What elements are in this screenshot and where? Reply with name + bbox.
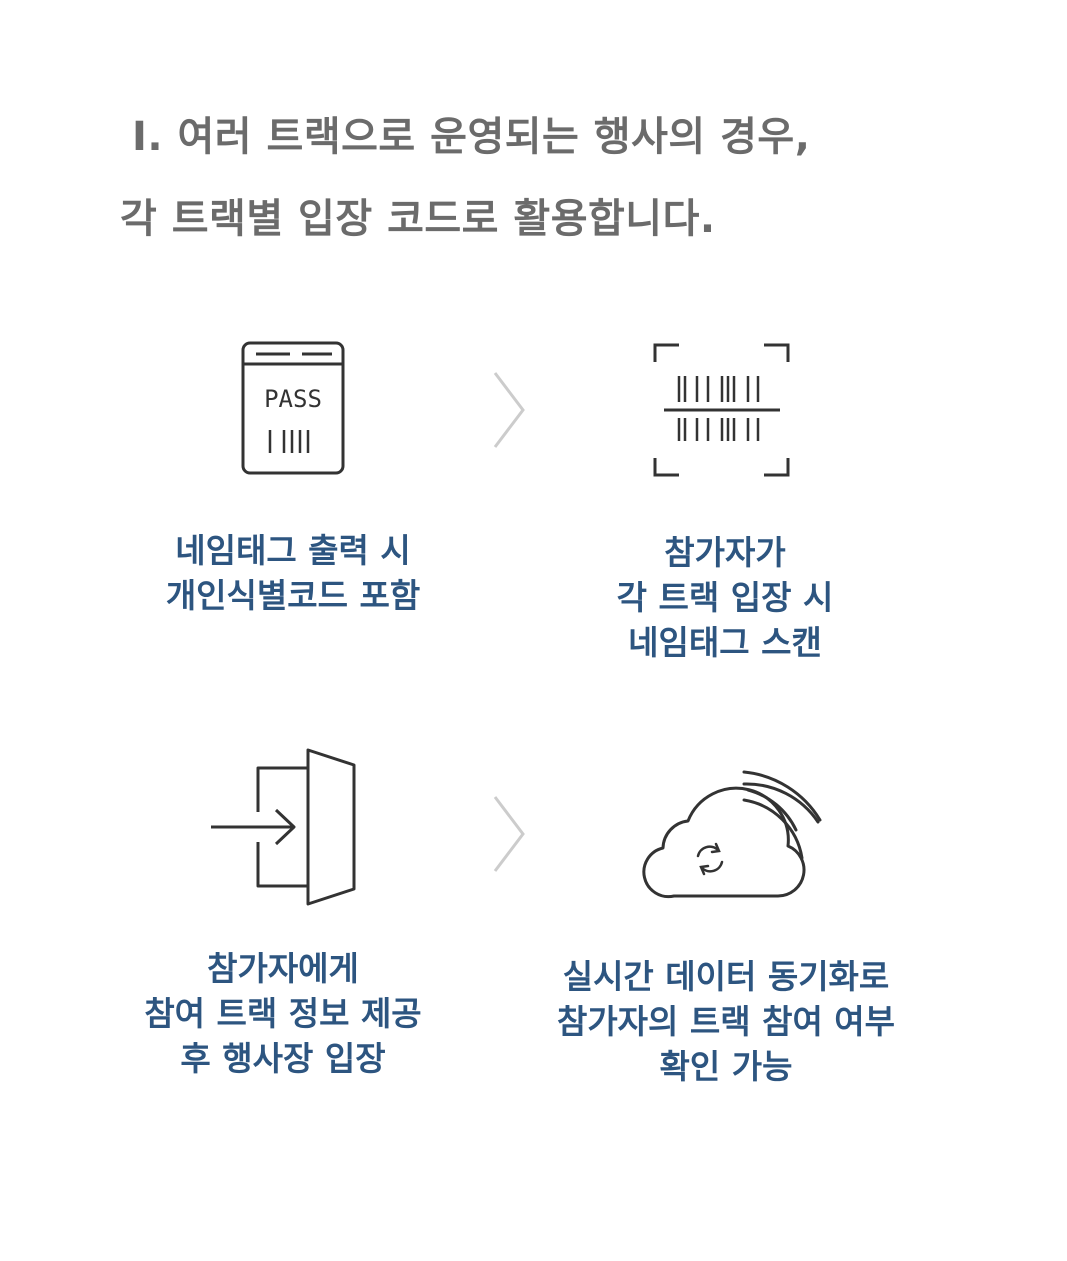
chevron-right-icon xyxy=(490,370,530,454)
step-3-caption: 참가자에게 참여 트랙 정보 제공 후 행사장 입장 xyxy=(120,946,446,1081)
step-1-caption: 네임태그 출력 시 개인식별코드 포함 xyxy=(130,528,456,618)
heading-line-2: 각 트랙별 입장 코드로 활용합니다. xyxy=(120,196,716,242)
heading-line-1: Ⅰ. 여러 트랙으로 운영되는 행사의 경우, xyxy=(132,114,811,160)
page-heading: Ⅰ. 여러 트랙으로 운영되는 행사의 경우, 각 트랙별 입장 코드로 활용합… xyxy=(120,96,810,260)
caption-line: 참가자가 xyxy=(664,533,786,572)
pass-label: PASS xyxy=(264,385,322,413)
caption-line: 각 트랙 입장 시 xyxy=(616,578,834,617)
pass-badge-icon: PASS xyxy=(240,340,346,476)
caption-line: 후 행사장 입장 xyxy=(180,1039,386,1078)
caption-line: 참여 트랙 정보 제공 xyxy=(144,994,422,1033)
caption-line: 확인 가능 xyxy=(659,1047,793,1086)
barcode-scan-icon xyxy=(652,340,792,480)
cloud-sync-icon xyxy=(638,766,828,906)
chevron-right-icon xyxy=(490,794,530,878)
caption-line: 네임태그 스캔 xyxy=(628,623,822,662)
caption-line: 참가자의 트랙 참여 여부 xyxy=(556,1002,896,1041)
step-2-caption: 참가자가 각 트랙 입장 시 네임태그 스캔 xyxy=(562,530,888,665)
caption-line: 참가자에게 xyxy=(207,949,359,988)
caption-line: 실시간 데이터 동기화로 xyxy=(562,957,890,996)
caption-line: 네임태그 출력 시 xyxy=(175,531,411,570)
enter-door-icon xyxy=(208,746,360,910)
caption-line: 개인식별코드 포함 xyxy=(165,576,421,615)
step-4-caption: 실시간 데이터 동기화로 참가자의 트랙 참여 여부 확인 가능 xyxy=(508,954,944,1089)
